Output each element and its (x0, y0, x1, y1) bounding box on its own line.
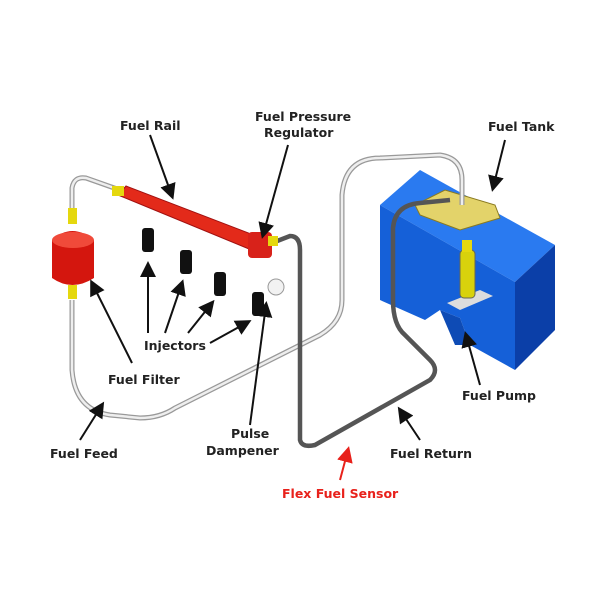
fuel-pump (447, 240, 493, 310)
label-pulse-1: Pulse (231, 426, 269, 441)
fuel-filter (52, 208, 94, 299)
pulse-dampener (267, 278, 285, 296)
label-regulator-1: Fuel Pressure (255, 109, 351, 124)
label-fuel-pump: Fuel Pump (462, 388, 536, 403)
label-fuel-filter: Fuel Filter (108, 372, 180, 387)
label-regulator-2: Regulator (264, 125, 334, 140)
label-flex-fuel-sensor: Flex Fuel Sensor (282, 486, 399, 501)
fuel-rail (112, 185, 285, 296)
label-fuel-return: Fuel Return (390, 446, 472, 461)
label-pulse-2: Dampener (206, 443, 280, 458)
label-injectors: Injectors (144, 338, 206, 353)
fuel-return-line (271, 197, 451, 449)
label-fuel-tank: Fuel Tank (488, 119, 555, 134)
label-fuel-feed: Fuel Feed (50, 446, 118, 461)
label-fuel-rail: Fuel Rail (120, 118, 181, 133)
